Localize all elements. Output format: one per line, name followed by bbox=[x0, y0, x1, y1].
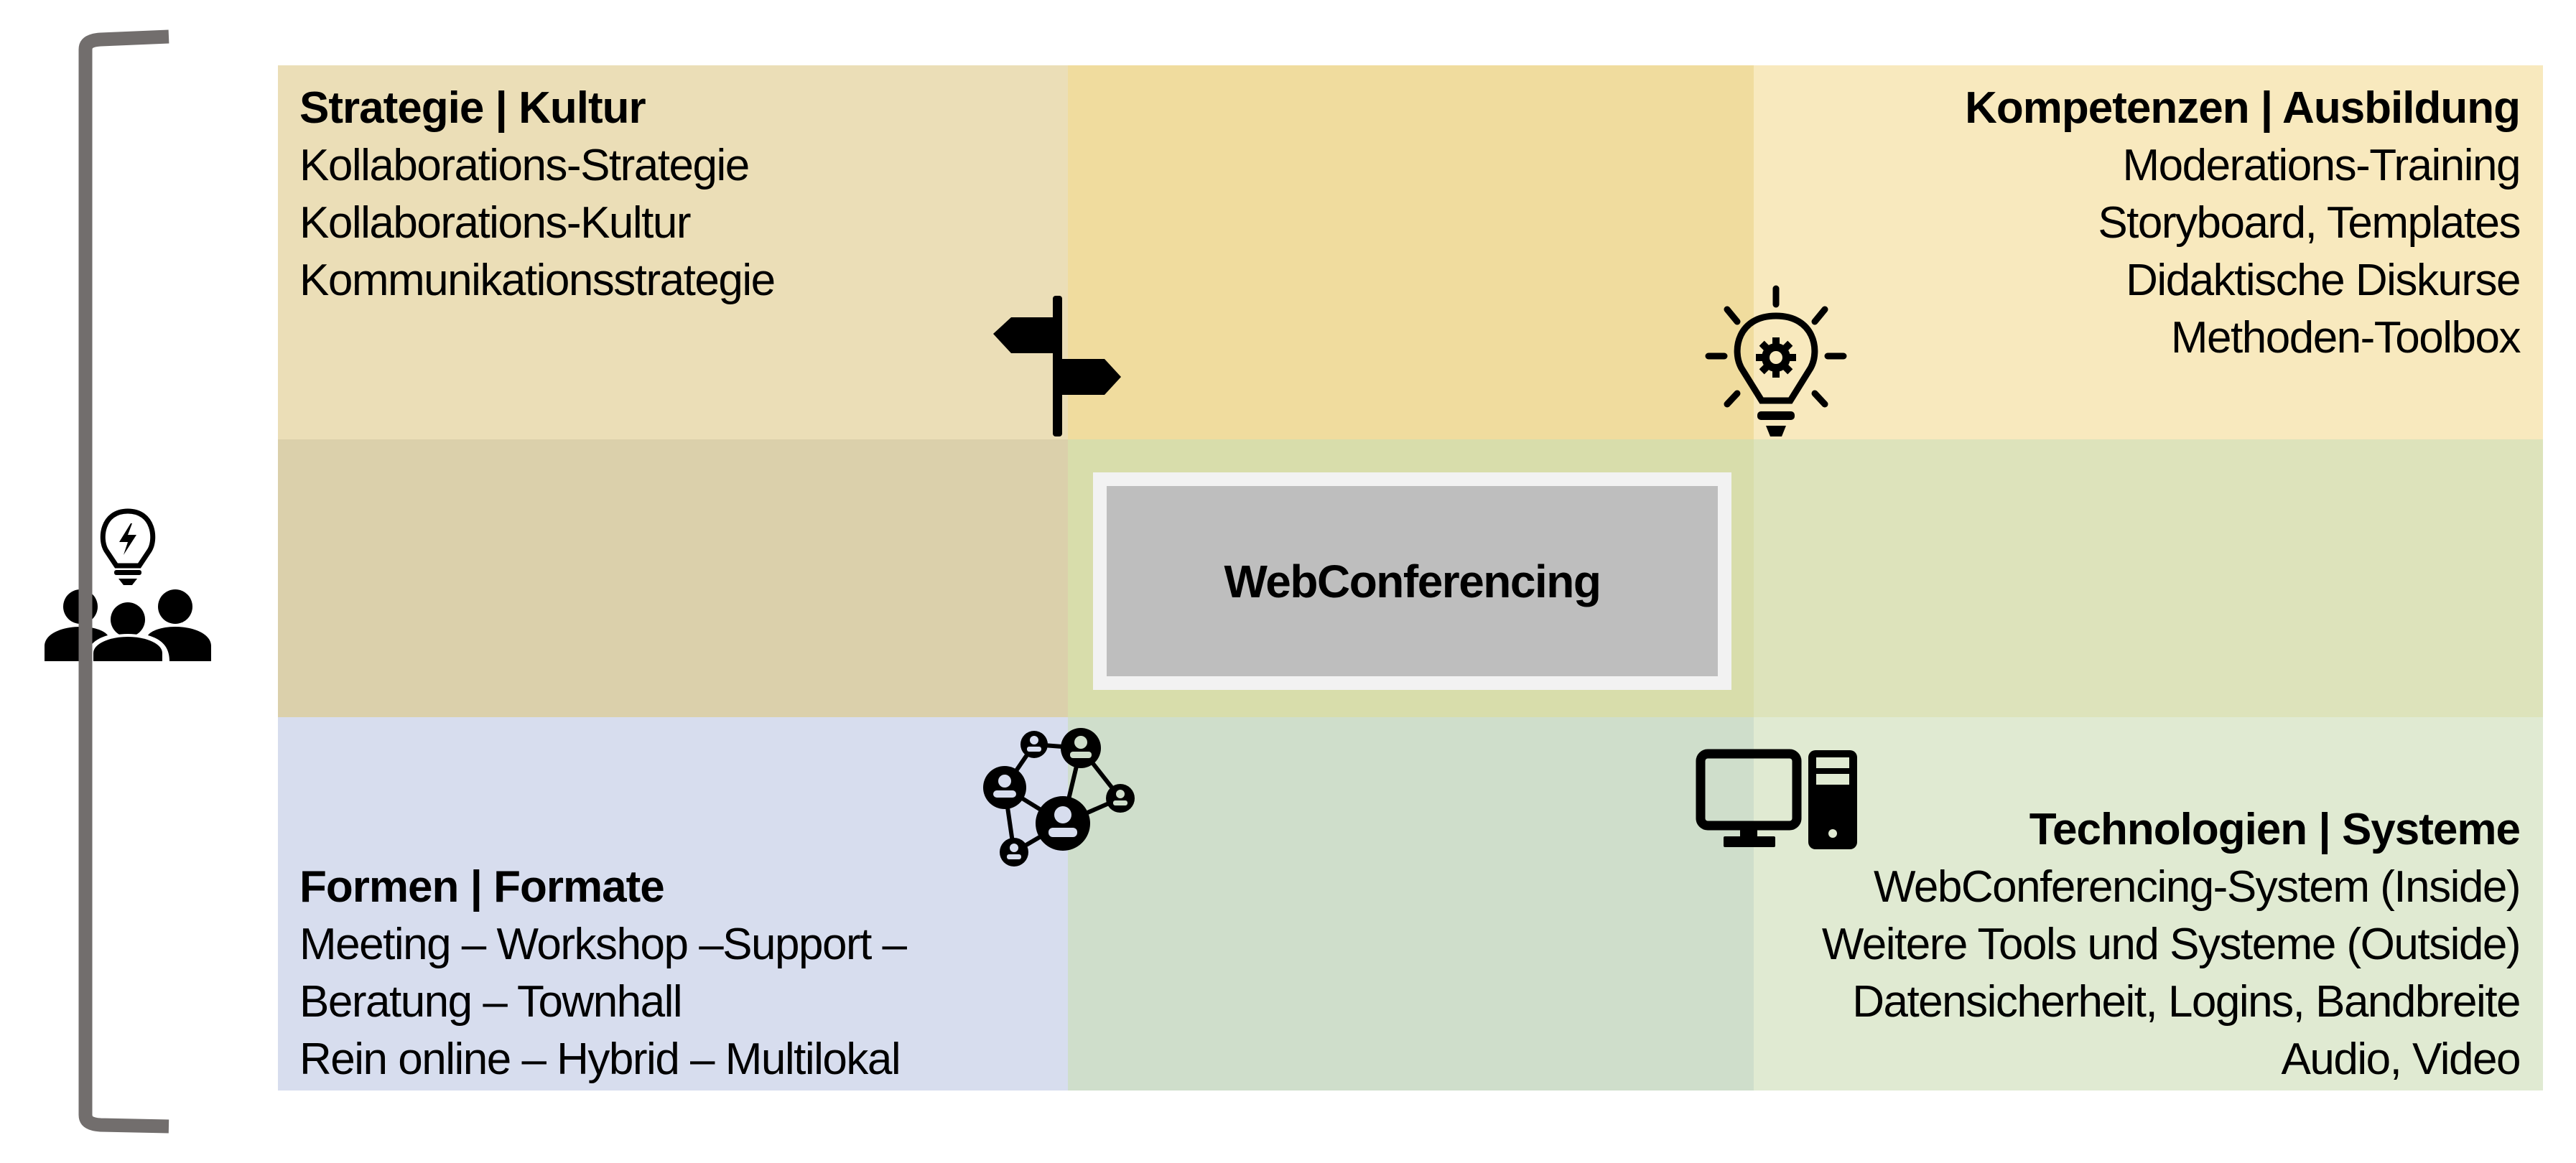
list-item: Beratung – Townhall bbox=[299, 977, 683, 1027]
center-box: WebConferencing bbox=[1093, 472, 1731, 690]
list-item: Audio, Video bbox=[2281, 1034, 2521, 1084]
list-item: Meeting – Workshop –Support – bbox=[299, 920, 907, 969]
list-item: Kollaborations-Strategie bbox=[299, 141, 750, 190]
list-item: Methoden-Toolbox bbox=[2170, 313, 2521, 363]
signpost-icon bbox=[993, 296, 1121, 436]
lightbulb-gear-icon bbox=[1705, 285, 1847, 436]
list-item: Didaktische Diskurse bbox=[2126, 256, 2521, 305]
center-box-inner: WebConferencing bbox=[1107, 486, 1718, 676]
cell-bottom-right bbox=[1754, 717, 2543, 1090]
bracket bbox=[78, 29, 169, 1134]
list-item: Weitere Tools und Systeme (Outside) bbox=[1821, 920, 2521, 969]
cell-top-right bbox=[1754, 65, 2543, 439]
quadrant-title: Kompetenzen | Ausbildung bbox=[1965, 83, 2521, 133]
cell-top-left bbox=[278, 65, 1068, 439]
quadrant-bottom-left: Formen | Formate Meeting – Workshop –Sup… bbox=[299, 859, 907, 1088]
list-item: Datensicherheit, Logins, Bandbreite bbox=[1852, 977, 2521, 1027]
quadrant-title: Strategie | Kultur bbox=[299, 83, 646, 133]
quadrant-title: Formen | Formate bbox=[299, 862, 665, 912]
quadrant-bottom-right: Technologien | Systeme WebConferencing-S… bbox=[1821, 801, 2521, 1088]
cell-mid-right bbox=[1754, 439, 2543, 717]
list-item: Kollaborations-Kultur bbox=[299, 198, 692, 248]
center-label: WebConferencing bbox=[1224, 555, 1601, 607]
cell-top-center bbox=[1068, 65, 1754, 439]
cell-mid-left bbox=[278, 439, 1068, 717]
cell-bottom-center bbox=[1068, 717, 1754, 1090]
team-idea-icon bbox=[45, 508, 211, 664]
list-item: WebConferencing-System (Inside) bbox=[1874, 862, 2521, 912]
computer-icon bbox=[1696, 749, 1857, 849]
cell-bottom-left bbox=[278, 717, 1068, 1090]
quadrant-title: Technologien | Systeme bbox=[2029, 805, 2521, 854]
list-item: Storyboard, Templates bbox=[2098, 198, 2521, 248]
list-item: Moderations-Training bbox=[2122, 141, 2521, 190]
network-people-icon bbox=[983, 728, 1135, 867]
list-item: Kommunikationsstrategie bbox=[299, 256, 776, 305]
quadrant-top-right: Kompetenzen | Ausbildung Moderations-Tra… bbox=[1965, 80, 2521, 367]
list-item: Rein online – Hybrid – Multilokal bbox=[299, 1034, 901, 1084]
quadrant-top-left: Strategie | Kultur Kollaborations-Strate… bbox=[299, 80, 776, 309]
